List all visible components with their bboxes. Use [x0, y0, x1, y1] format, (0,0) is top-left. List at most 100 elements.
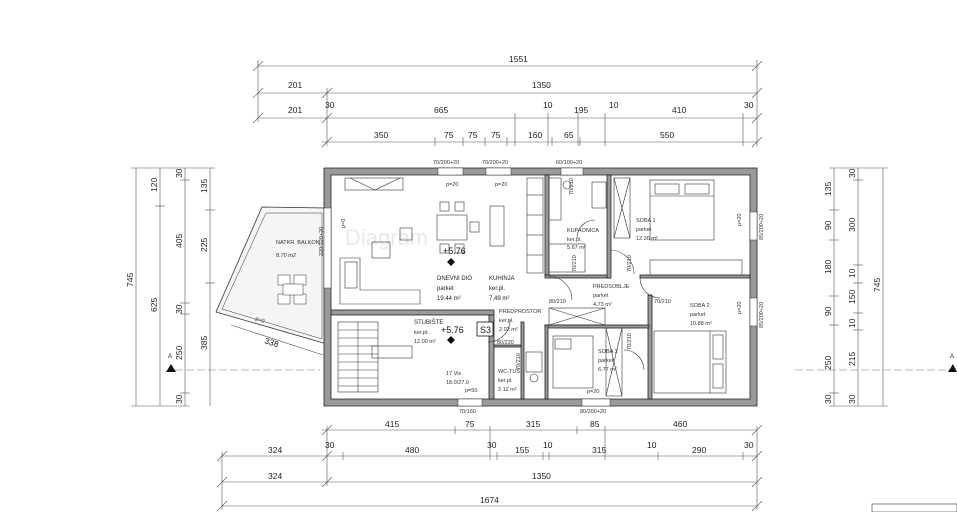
level-marker-icon	[447, 336, 455, 344]
left-dimensions: 745 120 625 30 405 30 250 30 135 225 385	[125, 167, 215, 407]
dim-text: 75	[444, 130, 454, 140]
dim-text: 350	[374, 130, 388, 140]
window-label: 70/160	[459, 409, 476, 415]
dim-total-top: 1551	[509, 54, 528, 64]
dim-text: 250	[823, 356, 833, 370]
room-name: WC-TUŠ	[498, 368, 520, 375]
room-area: 2.12 m²	[498, 387, 517, 393]
dim-text: 75	[468, 130, 478, 140]
section-arrow-icon	[166, 364, 176, 372]
room-name: KUPAONICA	[567, 228, 599, 234]
dim-total-bottom: 1674	[480, 495, 499, 505]
room-floor: ker.pl.	[567, 237, 582, 243]
dim-text: 30	[325, 440, 335, 450]
dim-text: 155	[515, 445, 529, 455]
title-block	[871, 503, 957, 512]
room-area: 5.67 m²	[567, 245, 586, 251]
room-name: SOBA 2	[690, 303, 710, 309]
dim-text: 625	[149, 298, 159, 312]
dim-text: 30	[744, 440, 754, 450]
room-floor: parket	[636, 227, 652, 233]
dim-text: 665	[434, 105, 448, 115]
room-floor: ker.pl.	[499, 318, 514, 324]
parapet-label: p=20	[587, 389, 599, 395]
door-label: 80/210	[549, 299, 566, 305]
dim-text: 195	[574, 105, 588, 115]
window-label: 220/220+20	[319, 227, 325, 256]
section-label: A	[950, 354, 954, 360]
dim-text: 90	[823, 306, 833, 316]
dim-text: 201	[288, 105, 302, 115]
balcony-area: 8.70 m2	[276, 253, 296, 259]
dim-text: 120	[149, 178, 159, 192]
dim-text: 550	[660, 130, 674, 140]
dim-total-left: 745	[125, 273, 135, 287]
door-label: 70/210	[572, 255, 578, 272]
stair-spec: 17 Vis	[446, 371, 461, 377]
building-walls	[323, 167, 758, 407]
dim-text: 10	[647, 440, 657, 450]
dim-text: 315	[526, 419, 540, 429]
parapet-label: p=20	[737, 214, 743, 226]
stair-spec: 18.0/27.0	[446, 380, 469, 386]
dim-text: 225	[199, 238, 209, 252]
right-dimensions: 135 90 180 90 250 30 30 300 10 150 10 21…	[823, 167, 888, 407]
dim-text: 30	[744, 100, 754, 110]
room-name: STUBIŠTE	[414, 319, 443, 326]
parapet-label: p=20	[737, 302, 743, 314]
dim-text: 85	[590, 419, 600, 429]
door-label: 70/210	[654, 299, 671, 305]
dim-text: 30	[847, 168, 857, 178]
dim-text: 201	[288, 80, 302, 90]
parapet-label: p=20	[495, 182, 507, 188]
dim-text: 290	[692, 445, 706, 455]
dim-text: 405	[174, 234, 184, 248]
watermark: Diagram	[345, 225, 428, 250]
room-name: SOBA 3	[598, 349, 618, 355]
top-dimensions: 1551 201 1350 201 30 665 10 195 10 410 3…	[252, 54, 763, 148]
room-name: PREDSOBLJE	[593, 284, 630, 290]
room-labels: DNEVNI DIO parket 19.44 m² KUHINJA ker.p…	[414, 218, 712, 393]
room-area: 12.00 m²	[414, 339, 436, 345]
room-floor: parket	[437, 286, 454, 292]
window-label: 85/200+20	[759, 302, 765, 328]
room-floor: ker.pl.	[489, 286, 505, 292]
dim-text: 30	[847, 394, 857, 404]
dim-text: 10	[543, 440, 553, 450]
dim-text: 65	[564, 130, 574, 140]
window-label: 70/200+20	[433, 160, 459, 166]
parapet-label: p=0	[341, 219, 347, 228]
dim-text: 10	[609, 100, 619, 110]
section-label: A	[168, 354, 172, 360]
window-label: 70/200+20	[482, 160, 508, 166]
dim-text: 150	[847, 290, 857, 304]
dim-text: 480	[405, 445, 419, 455]
room-floor: parket	[690, 312, 706, 318]
door-label: 80/220	[497, 340, 514, 346]
room-floor: parket	[598, 358, 614, 364]
dim-text: 135	[199, 179, 209, 193]
dim-text: 1350	[532, 471, 551, 481]
dim-text: 75	[465, 419, 475, 429]
dim-text: 30	[325, 100, 335, 110]
dim-text: 30	[823, 394, 833, 404]
balcony-name: NATKR. BALKON	[276, 240, 320, 246]
room-name: SOBA 1	[636, 218, 656, 224]
room-name: KUHINJA	[489, 276, 515, 282]
stair-mark: S3	[480, 325, 491, 335]
level-marks: +5.76 +5.76 S3 17 Vis 18.0/27.0 p=50	[441, 246, 494, 394]
balcony-p: p=0	[254, 316, 265, 325]
window-label: 85/200+20	[759, 214, 765, 240]
door-label: 70/210	[627, 333, 633, 350]
room-floor: parket	[593, 293, 609, 299]
dim-text: 415	[385, 419, 399, 429]
room-area: 10.88 m²	[690, 321, 712, 327]
dim-text: 135	[823, 182, 833, 196]
door-label: 70/210	[516, 353, 522, 370]
room-name: DNEVNI DIO	[437, 276, 472, 282]
dim-text: 324	[268, 445, 282, 455]
balcony-length: 338	[263, 335, 280, 349]
section-arrow-icon	[948, 364, 957, 372]
dim-text: 250	[174, 346, 184, 360]
